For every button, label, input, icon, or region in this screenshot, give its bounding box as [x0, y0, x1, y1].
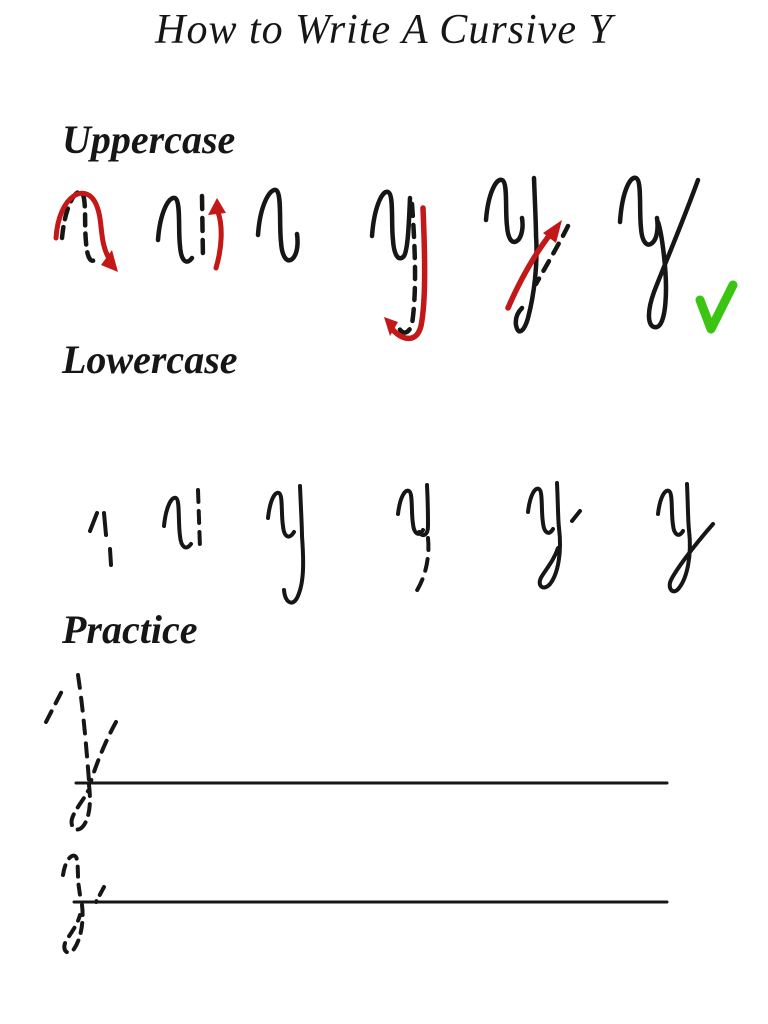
letter-stroke	[417, 483, 430, 538]
green-checkmark-icon	[695, 280, 738, 334]
letter-stroke	[483, 177, 525, 245]
lowercase-step1-dashed-hump-icon	[88, 511, 113, 567]
dashed-letter-stroke	[570, 509, 582, 523]
lowercase-step6-complete-letter-icon	[656, 482, 715, 594]
letter-stroke	[369, 189, 413, 261]
lowercase-step2-solid-hump-dashed-stem-icon	[162, 488, 202, 550]
dashed-letter-stroke	[108, 547, 113, 567]
dashed-uppercase-y-trace-guide-icon	[89, 720, 118, 783]
uppercase-step5-solid-descender-dashed-tail-icon	[483, 175, 571, 334]
dashed-letter-stroke	[533, 223, 571, 287]
uppercase-step3-first-stroke-complete-icon	[255, 187, 300, 263]
letter-stroke	[617, 175, 660, 247]
lowercase-section-label: Lowercase	[62, 337, 238, 382]
letter-stroke	[513, 175, 539, 334]
letter-stroke	[162, 495, 193, 550]
red-up-right-arrow-icon	[505, 229, 555, 311]
page-title: How to Write A Cursive Y	[155, 7, 613, 53]
practice-row-lowercase	[61, 853, 669, 955]
uppercase-step4-dashed-descender-icon	[369, 189, 428, 342]
letter-stroke	[685, 482, 691, 532]
red-down-hook-arrow-icon	[389, 205, 428, 342]
red-arrowhead	[101, 250, 118, 272]
dashed-uppercase-y-trace-guide-icon	[76, 673, 91, 783]
letter-stroke	[656, 488, 685, 537]
letter-stroke	[646, 177, 701, 330]
uppercase-step1-dashed-first-stroke-icon	[53, 189, 118, 272]
dashed-lowercase-y-trace-guide-icon	[62, 903, 85, 955]
letter-stroke	[282, 484, 306, 605]
lowercase-step5-descender-loop-icon	[526, 481, 582, 590]
practice-section-label: Practice	[62, 607, 198, 652]
dashed-letter-stroke	[395, 201, 418, 335]
letter-stroke	[537, 526, 562, 590]
dashed-letter-stroke	[102, 511, 108, 537]
letter-stroke	[396, 488, 425, 536]
dashed-letter-stroke	[88, 511, 99, 533]
dashed-letter-stroke	[196, 488, 202, 550]
uppercase-step6-complete-letter-icon	[617, 175, 738, 334]
dashed-letter-stroke	[414, 536, 431, 594]
lowercase-step3-stem-and-descender-icon	[266, 484, 306, 605]
red-over-curve-arrow-icon	[53, 190, 114, 265]
red-arrowhead	[384, 317, 398, 336]
uppercase-section-label: Uppercase	[62, 117, 236, 162]
letter-stroke	[526, 486, 555, 535]
letter-stroke	[155, 195, 195, 264]
dashed-lowercase-y-trace-guide-icon	[94, 885, 106, 904]
letter-stroke	[667, 522, 715, 594]
practice-row-uppercase	[44, 673, 669, 832]
dashed-uppercase-y-trace-guide-icon	[44, 685, 66, 724]
uppercase-step2-solid-hump-dashed-stem-icon	[155, 193, 226, 271]
dashed-lowercase-y-trace-guide-icon	[61, 853, 83, 904]
letter-stroke	[255, 187, 300, 263]
dashed-letter-stroke	[199, 193, 206, 263]
letter-stroke	[555, 481, 561, 530]
red-arrowhead	[543, 220, 562, 243]
red-up-arrow-icon	[213, 209, 224, 271]
dashed-uppercase-y-trace-guide-icon	[69, 783, 92, 832]
lowercase-step4-dashed-descender-icon	[396, 483, 431, 594]
red-arrowhead	[208, 198, 226, 215]
letter-stroke	[266, 490, 296, 539]
